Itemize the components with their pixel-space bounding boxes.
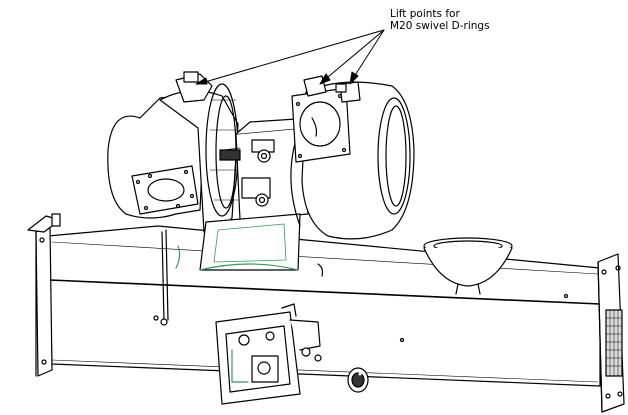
main-cylinder xyxy=(47,225,601,387)
access-cover xyxy=(153,293,569,393)
right-volute xyxy=(290,75,415,240)
left-volute xyxy=(107,71,241,233)
oil-separator-dome xyxy=(423,237,513,295)
callout-line-2: M20 swivel D-rings xyxy=(390,20,490,32)
callout-leaders xyxy=(195,29,385,85)
control-panel xyxy=(215,303,322,405)
right-end-plate xyxy=(597,253,625,413)
callout-line-1: Lift points for xyxy=(390,8,460,20)
support-saddle xyxy=(160,213,324,326)
left-end-plate xyxy=(27,213,61,377)
lift-points-callout: Lift points for M20 swivel D-rings xyxy=(390,8,490,32)
